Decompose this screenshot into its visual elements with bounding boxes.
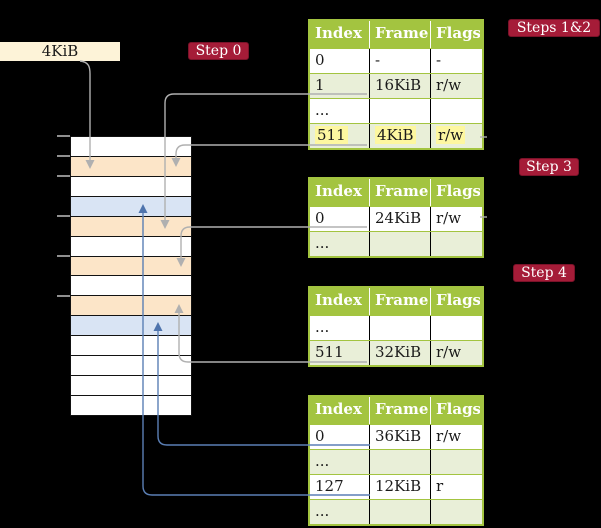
cell-frame xyxy=(369,232,430,256)
memory-row xyxy=(71,396,191,415)
step0-badge: Step 0 xyxy=(188,42,249,60)
table-row: 127 12KiB r xyxy=(310,474,482,499)
root-table-address-label: 4KiB xyxy=(0,42,120,61)
highlighted-text: 4KiB xyxy=(375,126,416,144)
cell-index: 0 xyxy=(315,427,325,445)
cell-index: 127 xyxy=(315,477,344,495)
cell-frame: 16KiB xyxy=(369,74,430,98)
table-row: ... xyxy=(310,499,482,524)
memory-row-mapped-page xyxy=(71,196,191,217)
cell-frame: 12KiB xyxy=(369,475,430,499)
cell-flags: r/w xyxy=(430,207,480,231)
col-header-frame: Frame xyxy=(369,397,430,424)
col-header-flags: Flags xyxy=(430,179,480,206)
memory-row-page-table-frame xyxy=(71,156,191,177)
frame-tick xyxy=(57,255,70,257)
cell-frame xyxy=(369,500,430,524)
table-row: ... xyxy=(310,231,482,256)
cell-frame xyxy=(369,99,430,123)
memory-row-page-table-frame xyxy=(71,256,191,277)
cell-flags xyxy=(430,450,480,474)
cell-flags: - xyxy=(430,49,480,73)
cell-index: ... xyxy=(315,318,330,336)
table-row: 0 - - xyxy=(310,48,482,73)
cell-index: 0 xyxy=(315,51,325,69)
table-row: 0 24KiB r/w xyxy=(310,206,482,231)
col-header-frame: Frame xyxy=(369,179,430,206)
table-row: 511 32KiB r/w xyxy=(310,340,482,365)
table-row: ... xyxy=(310,449,482,474)
memory-row xyxy=(71,276,191,297)
memory-row xyxy=(71,137,191,157)
table-header-row: Index Frame Flags xyxy=(310,179,482,206)
cell-index: ... xyxy=(315,452,330,470)
col-header-index: Index xyxy=(315,291,362,309)
highlighted-text: 511 xyxy=(315,126,348,144)
highlighted-text: r/w xyxy=(436,126,466,144)
memory-row-page-table-frame xyxy=(71,216,191,237)
frame-tick xyxy=(57,295,70,297)
cell-flags xyxy=(430,500,480,524)
col-header-index: Index xyxy=(315,400,362,418)
page-table-level4: Index Frame Flags 0 - - 1 16KiB r/w ... … xyxy=(308,19,484,150)
memory-row xyxy=(71,237,191,257)
cell-index: 511 xyxy=(315,343,344,361)
col-header-flags: Flags xyxy=(430,288,480,315)
cell-frame: 24KiB xyxy=(369,207,430,231)
memory-row xyxy=(71,356,191,377)
cell-flags: r/w xyxy=(430,425,480,449)
cell-index: 511 xyxy=(310,124,369,148)
memory-row xyxy=(71,376,191,396)
cell-index: 1 xyxy=(315,76,325,94)
page-table-level2: Index Frame Flags ... 511 32KiB r/w xyxy=(308,286,484,367)
memory-row xyxy=(71,177,191,197)
cell-index: 0 xyxy=(315,209,325,227)
cell-frame xyxy=(369,316,430,340)
table-header-row: Index Frame Flags xyxy=(310,397,482,424)
cell-flags: r/w xyxy=(430,74,480,98)
cell-index: ... xyxy=(315,234,330,252)
cell-frame: 36KiB xyxy=(369,425,430,449)
step4-badge: Step 4 xyxy=(513,264,575,282)
cell-index: ... xyxy=(315,502,330,520)
page-table-level1: Index Frame Flags 0 36KiB r/w ... 127 12… xyxy=(308,395,484,526)
table-row: ... xyxy=(310,315,482,340)
cell-flags: r/w xyxy=(430,341,480,365)
col-header-index: Index xyxy=(315,24,362,42)
col-header-frame: Frame xyxy=(369,288,430,315)
cell-flags: r xyxy=(430,475,480,499)
frame-tick xyxy=(57,135,70,137)
col-header-flags: Flags xyxy=(430,21,480,48)
cell-frame: 4KiB xyxy=(369,124,430,148)
frame-tick xyxy=(57,215,70,217)
steps12-badge: Steps 1&2 xyxy=(508,19,600,37)
cell-frame xyxy=(369,450,430,474)
memory-row xyxy=(71,336,191,357)
cell-flags: r/w xyxy=(430,124,480,148)
memory-row-page-table-frame xyxy=(71,296,191,317)
physical-memory-column xyxy=(70,136,192,416)
page-table-level3: Index Frame Flags 0 24KiB r/w ... xyxy=(308,177,484,258)
table-header-row: Index Frame Flags xyxy=(310,21,482,48)
cell-flags xyxy=(430,232,480,256)
cell-flags xyxy=(430,316,480,340)
cell-flags xyxy=(430,99,480,123)
cell-index: ... xyxy=(315,101,330,119)
frame-tick xyxy=(57,175,70,177)
step3-badge: Step 3 xyxy=(519,158,579,176)
table-row: ... xyxy=(310,98,482,123)
table-row: 0 36KiB r/w xyxy=(310,424,482,449)
frame-tick xyxy=(57,155,70,157)
cell-frame: 32KiB xyxy=(369,341,430,365)
table-row-recursive-entry: 511 4KiB r/w xyxy=(310,123,482,148)
cell-frame: - xyxy=(369,49,430,73)
table-header-row: Index Frame Flags xyxy=(310,288,482,315)
col-header-index: Index xyxy=(315,182,362,200)
memory-row-mapped-page xyxy=(71,316,191,337)
table-row: 1 16KiB r/w xyxy=(310,73,482,98)
col-header-flags: Flags xyxy=(430,397,480,424)
col-header-frame: Frame xyxy=(369,21,430,48)
